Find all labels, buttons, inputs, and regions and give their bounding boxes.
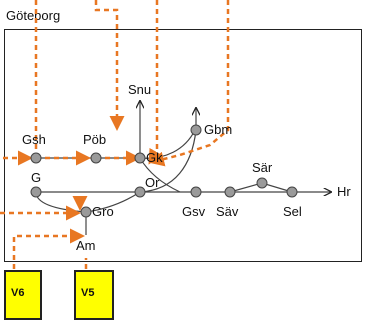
node-gk	[134, 152, 146, 164]
track-gbm-branch-b	[139, 129, 197, 193]
route-top-down-2	[94, 0, 125, 131]
vehicle-label-v5: V5	[81, 287, 95, 299]
vehicle-box-v5[interactable]: V5	[74, 270, 114, 320]
station-labels: Snu Gsh Pöb Gk Gbm G Or Sär Hr Gro Gsv S…	[22, 82, 351, 253]
route-top-down-3	[148, 0, 163, 165]
routes	[0, 0, 230, 278]
label-gbm: Gbm	[204, 122, 232, 137]
node-gsv	[190, 186, 202, 198]
label-g: G	[31, 170, 41, 185]
node-gsh	[30, 152, 42, 164]
node-or	[134, 186, 146, 198]
region-label: Göteborg	[6, 8, 61, 23]
label-gsh: Gsh	[22, 132, 46, 147]
track-gbm-branch-a	[139, 129, 196, 159]
node-sel	[286, 186, 298, 198]
label-pob: Pöb	[83, 132, 106, 147]
route-v6	[12, 228, 85, 278]
label-gsv: Gsv	[182, 204, 206, 219]
label-sav: Säv	[216, 204, 239, 219]
vehicle-label-v6: V6	[11, 287, 25, 299]
node-g	[30, 186, 42, 198]
label-or: Or	[145, 175, 160, 190]
map-frame	[4, 29, 362, 262]
node-sar	[256, 177, 268, 189]
label-gro: Gro	[92, 204, 114, 219]
track-g-gro	[35, 191, 87, 213]
node-pob	[90, 152, 102, 164]
label-snu: Snu	[128, 82, 151, 97]
node-gbm	[190, 124, 202, 136]
label-am: Am	[76, 238, 96, 253]
node-sav	[224, 186, 236, 198]
label-sel: Sel	[283, 204, 302, 219]
vehicle-box-v6[interactable]: V6	[4, 270, 42, 320]
route-top-down-4	[149, 0, 230, 167]
label-sar: Sär	[252, 160, 273, 175]
station-nodes	[30, 124, 298, 218]
node-gro	[80, 206, 92, 218]
label-hr: Hr	[337, 184, 351, 199]
label-gk: Gk	[146, 150, 163, 165]
